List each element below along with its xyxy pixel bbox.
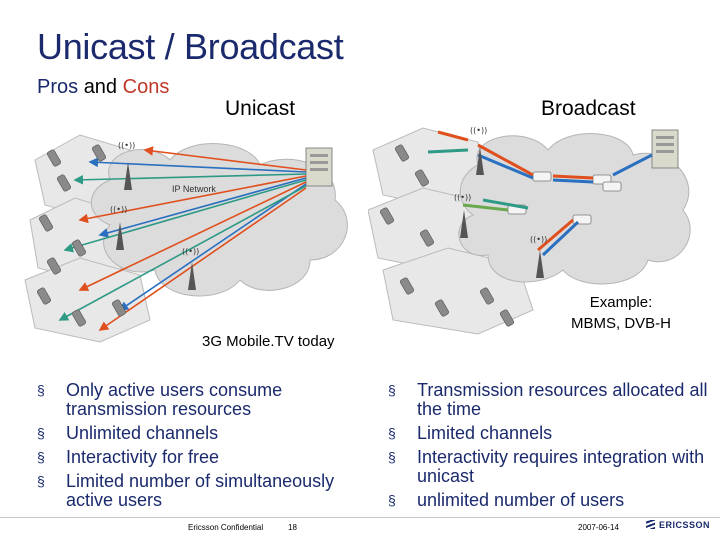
list-item: §Limited number of simultaneously active… <box>37 471 335 510</box>
list-item: §Only active users consume transmission … <box>37 380 283 419</box>
phone-icon <box>399 277 415 295</box>
phone-icon <box>111 299 127 317</box>
broadcast-points-list: §Transmission resources allocated all th… <box>388 381 708 515</box>
unicast-diagram: IP Network ((•)) ((•)) ((•)) <box>24 134 348 343</box>
subtitle-cons: Cons <box>122 76 170 98</box>
phone-icon <box>91 144 107 162</box>
logo-text: ERICSSON <box>659 520 711 530</box>
subtitle-pros: Pros <box>37 76 79 98</box>
base-station-icon: ((•)) <box>110 205 127 250</box>
router-icon <box>602 181 622 192</box>
base-station-icon: ((•)) <box>182 247 199 290</box>
server-icon <box>305 147 333 187</box>
footer-date: 2007-06-14 <box>578 523 619 532</box>
server-icon <box>651 129 679 169</box>
phone-icon <box>394 144 410 162</box>
antenna-signal: ((•)) <box>118 141 135 150</box>
bullet-icon: § <box>37 382 45 398</box>
bullet-icon: § <box>388 425 396 441</box>
subtitle-and: and <box>83 76 118 98</box>
page-title: Unicast / Broadcast <box>37 26 344 67</box>
caption-today: 3G Mobile.TV today <box>202 333 335 350</box>
list-item: §Unlimited channels <box>37 423 219 443</box>
page-number: 18 <box>288 523 297 532</box>
antenna-signal: ((•)) <box>110 205 127 214</box>
unicast-points-list: §Only active users consume transmission … <box>37 381 347 515</box>
antenna-signal: ((•)) <box>182 247 199 256</box>
phone-icon <box>46 149 62 167</box>
caption-example-line1: Example: <box>589 294 653 311</box>
bullet-icon: § <box>388 449 396 465</box>
phone-icon <box>38 214 54 232</box>
ericsson-logo-icon <box>646 520 655 529</box>
base-station-icon: ((•)) <box>118 141 135 190</box>
list-item: §Interactivity for free <box>37 447 220 467</box>
base-station-icon: ((•)) <box>530 235 547 278</box>
phone-icon <box>56 174 72 192</box>
bullet-icon: § <box>37 449 45 465</box>
phone-icon <box>36 287 52 305</box>
unicast-streams <box>58 146 307 331</box>
phone-icon <box>479 287 495 305</box>
subtitle: Pros and Cons <box>37 76 169 99</box>
caption-example: Example: MBMS, DVB-H <box>566 292 676 334</box>
phone-icon <box>499 309 515 327</box>
phone-icon <box>434 299 450 317</box>
broadcast-diagram: ((•)) ((•)) ((•)) <box>368 126 691 335</box>
phone-icon <box>414 169 430 187</box>
cell-area <box>24 257 151 343</box>
base-station-icon: ((•)) <box>470 126 487 175</box>
list-item: §Transmission resources allocated all th… <box>388 380 708 419</box>
router-icon <box>532 171 552 182</box>
bullet-icon: § <box>37 425 45 441</box>
antenna-signal: ((•)) <box>470 126 487 135</box>
list-item: §Interactivity requires integration with… <box>388 447 705 486</box>
ip-network-label: IP Network <box>172 184 216 194</box>
phone-icon <box>71 309 87 327</box>
ericsson-logo: ERICSSON <box>646 520 710 530</box>
phone-icon <box>71 239 87 257</box>
bullet-icon: § <box>388 492 396 508</box>
ip-network-cloud <box>90 143 348 297</box>
footer-confidential: Ericsson Confidential <box>188 523 264 532</box>
broadcast-heading: Broadcast <box>541 97 636 120</box>
broadcast-streams <box>427 130 653 257</box>
base-station-icon: ((•)) <box>454 193 471 238</box>
phone-icon <box>46 257 62 275</box>
phone-icon <box>419 229 435 247</box>
caption-example-line2: MBMS, DVB-H <box>570 315 671 332</box>
list-item: §Limited channels <box>388 423 553 443</box>
bullet-icon: § <box>37 473 45 489</box>
phone-icon <box>379 207 395 225</box>
bullet-icon: § <box>388 382 396 398</box>
antenna-signal: ((•)) <box>454 193 471 202</box>
footer-divider <box>0 517 720 518</box>
list-item: §unlimited number of users <box>388 490 625 510</box>
unicast-heading: Unicast <box>225 97 296 120</box>
antenna-signal: ((•)) <box>530 235 547 244</box>
